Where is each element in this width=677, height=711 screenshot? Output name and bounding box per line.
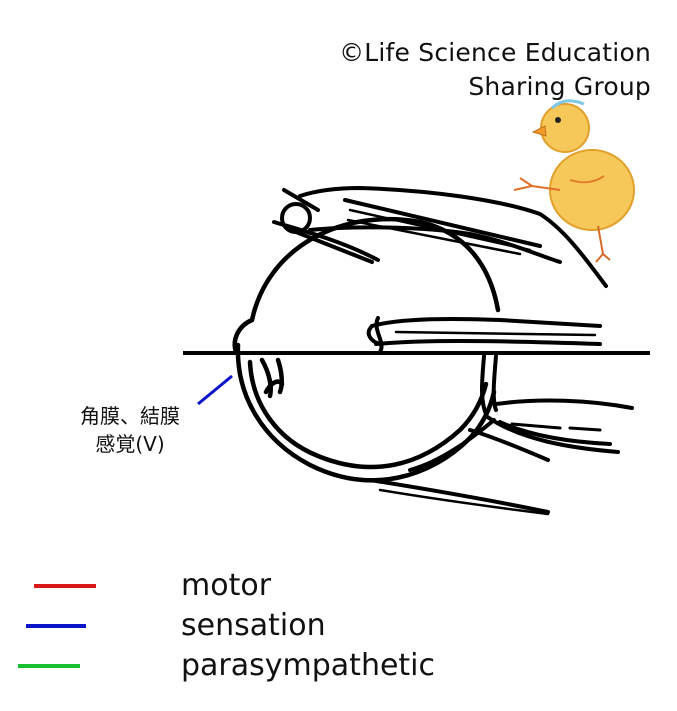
legend-item-sensation: sensation <box>18 606 478 646</box>
copyright-credit: ©Life Science Education Sharing Group <box>339 36 651 104</box>
superior-oblique-muscle <box>272 185 608 288</box>
legend-swatch-parasympathetic <box>18 664 80 668</box>
chick-illustration <box>513 99 635 263</box>
nerve-label-line-1: 角膜、結膜 <box>80 404 180 428</box>
legend-label-sensation: sensation <box>181 608 326 643</box>
lateral-rectus-muscle <box>366 316 602 354</box>
eyeball <box>232 216 501 483</box>
legend-label-motor: motor <box>181 568 272 603</box>
optic-nerve <box>368 354 634 516</box>
legend-label-parasympathetic: parasympathetic <box>181 648 436 683</box>
nerve-label-line-2: 感覚(Ⅴ) <box>95 432 165 456</box>
legend-item-motor: motor <box>18 566 478 606</box>
cornea-conjunctiva-sensation-label: 角膜、結膜 感覚(Ⅴ) <box>60 402 200 458</box>
legend-swatch-motor <box>34 584 96 588</box>
credit-line-2: Sharing Group <box>468 72 651 101</box>
credit-line-1: ©Life Science Education <box>339 38 651 67</box>
legend-item-parasympathetic: parasympathetic <box>18 646 478 686</box>
sensory-nerve-line <box>197 374 233 406</box>
legend-swatch-sensation <box>26 624 86 628</box>
